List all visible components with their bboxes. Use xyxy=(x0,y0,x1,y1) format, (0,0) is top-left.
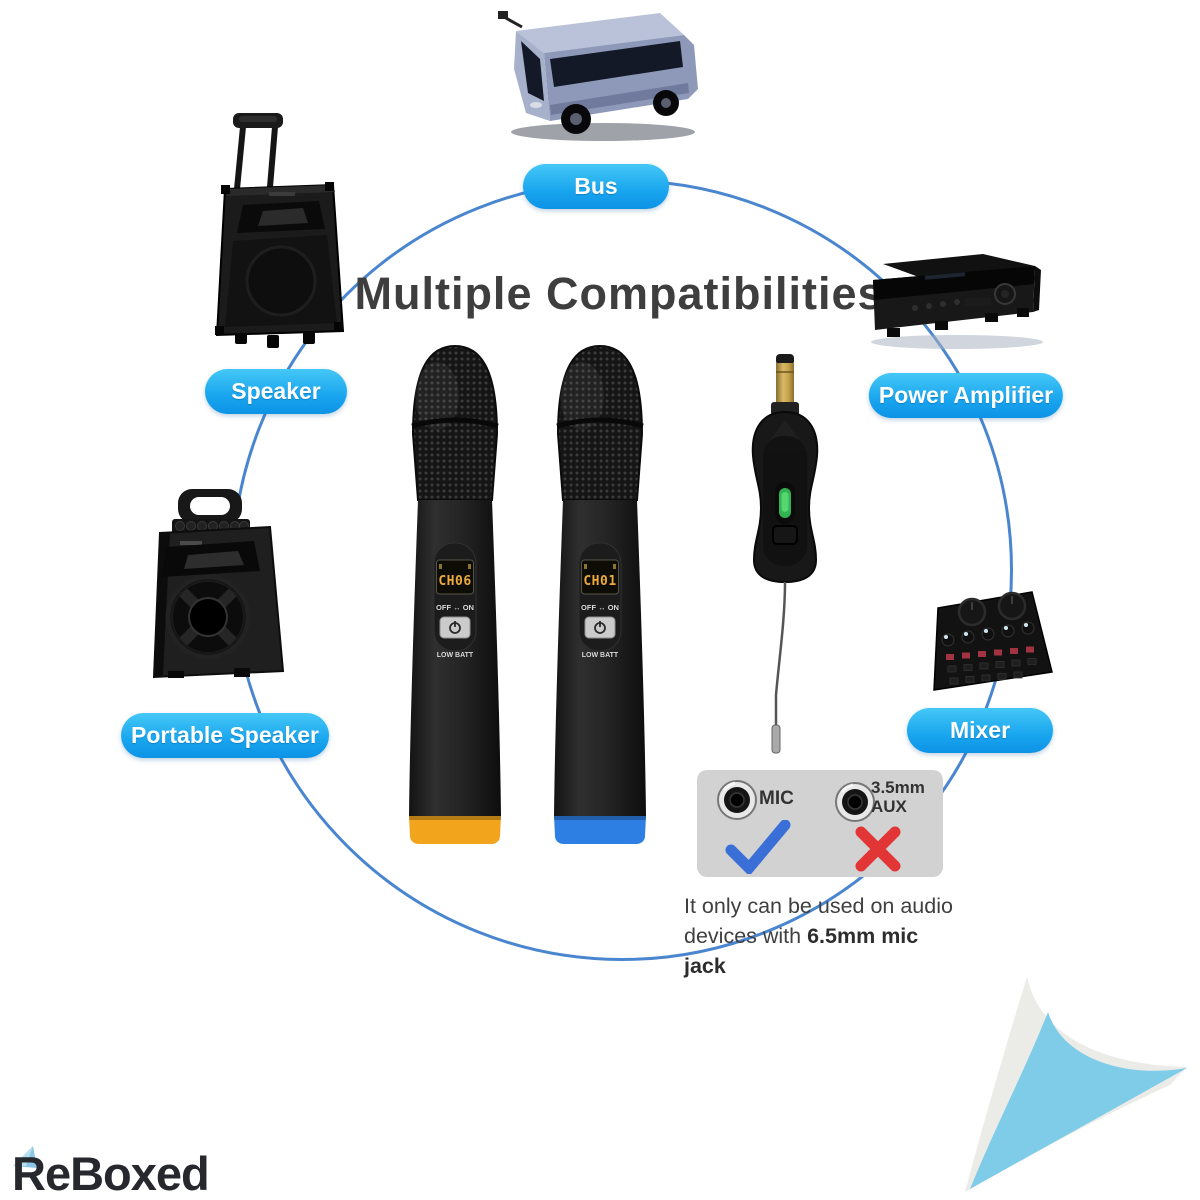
mic-body xyxy=(409,500,501,816)
usage-note: It only can be used on audio devices wit… xyxy=(684,891,960,981)
mic-battery-label: LOW BATT xyxy=(437,652,474,659)
mic-power-button xyxy=(584,616,616,639)
mic-mesh-head xyxy=(411,344,499,501)
usage-note-text: It only can be used on audio devices wit… xyxy=(684,894,953,949)
ports-compatibility-panel: MIC 3.5mm AUX xyxy=(697,770,943,877)
wireless-receiver xyxy=(751,354,819,754)
receiver-antenna-wire xyxy=(774,581,787,725)
mic-channel-display: CH01 xyxy=(583,574,616,589)
mixer-image xyxy=(933,591,1053,691)
label-portable-speaker-text: Portable Speaker xyxy=(131,722,319,748)
label-portable-speaker: Portable Speaker xyxy=(121,713,329,758)
mic-base-ring xyxy=(554,816,646,844)
microphone-1: CH06 OFF ↔ ON LOW BATT xyxy=(409,344,501,844)
portable-speaker-image xyxy=(152,489,285,679)
microphone-2: CH01 OFF ↔ ON LOW BATT xyxy=(554,344,646,844)
mic-jack-port-icon xyxy=(717,780,757,820)
page-curl-decoration xyxy=(965,977,1187,1192)
usage-note-bold: 6.5mm mic jack xyxy=(684,924,919,979)
page-title: Multiple Compatibilities xyxy=(354,268,884,319)
cross-icon xyxy=(855,826,901,872)
mic-switch-label: OFF ↔ ON xyxy=(436,603,474,612)
mic-port-label: MIC xyxy=(759,788,794,809)
bus-image xyxy=(498,11,698,141)
mic-lcd xyxy=(436,559,474,595)
label-speaker: Speaker xyxy=(205,369,347,414)
label-bus: Bus xyxy=(523,164,669,209)
jack-plug-6-35mm xyxy=(776,363,794,406)
label-mixer: Mixer xyxy=(907,708,1053,753)
label-speaker-text: Speaker xyxy=(231,378,321,404)
label-bus-text: Bus xyxy=(574,173,618,199)
speaker-image xyxy=(215,113,345,348)
aux-jack-port-icon xyxy=(835,782,875,822)
label-power-amplifier: Power Amplifier xyxy=(868,373,1064,418)
antenna-tip xyxy=(771,724,781,754)
brand-fold-icon xyxy=(13,1146,37,1168)
mic-lcd xyxy=(581,559,619,595)
label-mixer-text: Mixer xyxy=(949,717,1011,743)
brand-logo: ReBoxed xyxy=(12,1147,210,1200)
receiver-button xyxy=(772,525,798,545)
jack-tip xyxy=(776,354,794,365)
mic-switch-label: OFF ↔ ON xyxy=(581,603,619,612)
mic-base-ring xyxy=(409,816,501,844)
check-icon xyxy=(725,820,791,874)
label-power-amplifier-text: Power Amplifier xyxy=(878,382,1054,408)
aux-port-label-type: AUX xyxy=(871,797,907,816)
mic-mesh-head xyxy=(556,344,644,501)
power-amplifier-image xyxy=(871,254,1043,349)
mic-power-button xyxy=(439,616,471,639)
mic-battery-label: LOW BATT xyxy=(582,652,619,659)
aux-port-label-size: 3.5mm xyxy=(871,778,925,797)
mic-body xyxy=(554,500,646,816)
mic-channel-display: CH06 xyxy=(438,574,471,589)
